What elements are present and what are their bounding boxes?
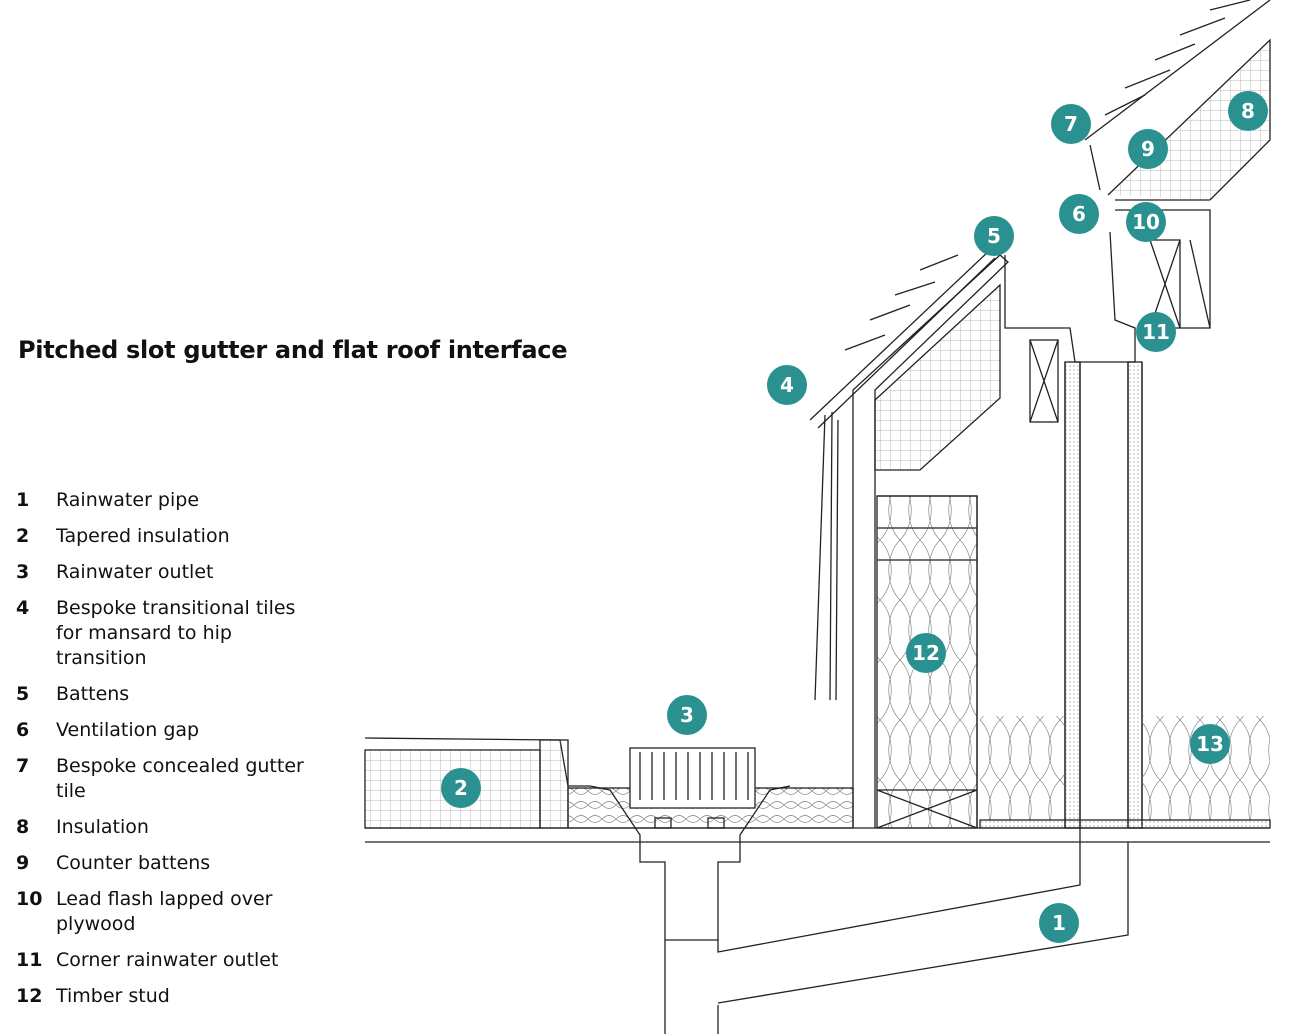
callout-number: 11: [1142, 320, 1170, 344]
legend-label: Timber stud: [56, 985, 170, 1007]
legend-item: 3 Rainwater outlet: [16, 560, 346, 585]
callout-number: 9: [1141, 137, 1155, 161]
legend-number: 12: [16, 985, 43, 1007]
legend-number: 9: [16, 852, 30, 874]
callout-8: 8: [1228, 91, 1268, 131]
legend-label: Lead flash lapped over plywood: [56, 888, 273, 935]
legend-number: 7: [16, 755, 30, 777]
legend-item: 4 Bespoke transitional tiles for mansard …: [16, 596, 346, 671]
callout-number: 1: [1052, 911, 1066, 935]
legend-item: 8 Insulation: [16, 815, 346, 840]
legend-number: 1: [16, 489, 30, 511]
legend-label: Bespoke transitional tiles for mansard t…: [56, 597, 296, 669]
legend-number: 8: [16, 816, 30, 838]
legend: 1 Rainwater pipe 2 Tapered insulation 3 Rai…: [16, 488, 346, 1020]
legend-label: Rainwater outlet: [56, 561, 214, 583]
callout-11: 11: [1136, 312, 1176, 352]
legend-number: 11: [16, 949, 43, 971]
callout-12: 12: [906, 633, 946, 673]
legend-label: Tapered insulation: [56, 525, 230, 547]
legend-label: Insulation: [56, 816, 149, 838]
legend-number: 5: [16, 683, 30, 705]
legend-label: Corner rainwater outlet: [56, 949, 279, 971]
legend-item: 10 Lead flash lapped over plywood: [16, 887, 346, 937]
legend-item: 9 Counter battens: [16, 851, 346, 876]
callout-number: 13: [1196, 732, 1224, 756]
legend-number: 2: [16, 525, 30, 547]
callout-number: 2: [454, 776, 468, 800]
legend-number: 6: [16, 719, 30, 741]
callout-number: 8: [1241, 99, 1255, 123]
callouts: 1 2 3 4 5 6 7 8 9 10 11 12 13: [441, 91, 1268, 943]
legend-item: 7 Bespoke concealed gutter tile: [16, 754, 346, 804]
callout-4: 4: [767, 365, 807, 405]
callout-number: 7: [1064, 112, 1078, 136]
legend-item: 12 Timber stud: [16, 984, 346, 1009]
legend-label: Rainwater pipe: [56, 489, 200, 511]
callout-13: 13: [1190, 724, 1230, 764]
legend-label: Ventilation gap: [56, 719, 200, 741]
legend-number: 4: [16, 597, 30, 619]
legend-item: 6 Ventilation gap: [16, 718, 346, 743]
callout-5: 5: [974, 216, 1014, 256]
callout-3: 3: [667, 695, 707, 735]
callout-7: 7: [1051, 104, 1091, 144]
callout-10: 10: [1126, 202, 1166, 242]
legend-item: 11 Corner rainwater outlet: [16, 948, 346, 973]
callout-1: 1: [1039, 903, 1079, 943]
callout-number: 10: [1132, 210, 1160, 234]
legend-item: 2 Tapered insulation: [16, 524, 346, 549]
callout-6: 6: [1059, 194, 1099, 234]
callout-number: 3: [680, 703, 694, 727]
diagram-title: Pitched slot gutter and flat roof interf…: [18, 336, 568, 364]
callout-2: 2: [441, 768, 481, 808]
callout-number: 4: [780, 373, 794, 397]
legend-label: Bespoke concealed gutter tile: [56, 755, 304, 802]
callout-number: 6: [1072, 202, 1086, 226]
callout-number: 12: [912, 641, 940, 665]
callout-number: 5: [987, 224, 1001, 248]
legend-label: Counter battens: [56, 852, 211, 874]
callout-9: 9: [1128, 129, 1168, 169]
legend-number: 3: [16, 561, 30, 583]
legend-label: Battens: [56, 683, 130, 705]
legend-number: 10: [16, 888, 43, 910]
legend-item: 5 Battens: [16, 682, 346, 707]
legend-item: 1 Rainwater pipe: [16, 488, 346, 513]
